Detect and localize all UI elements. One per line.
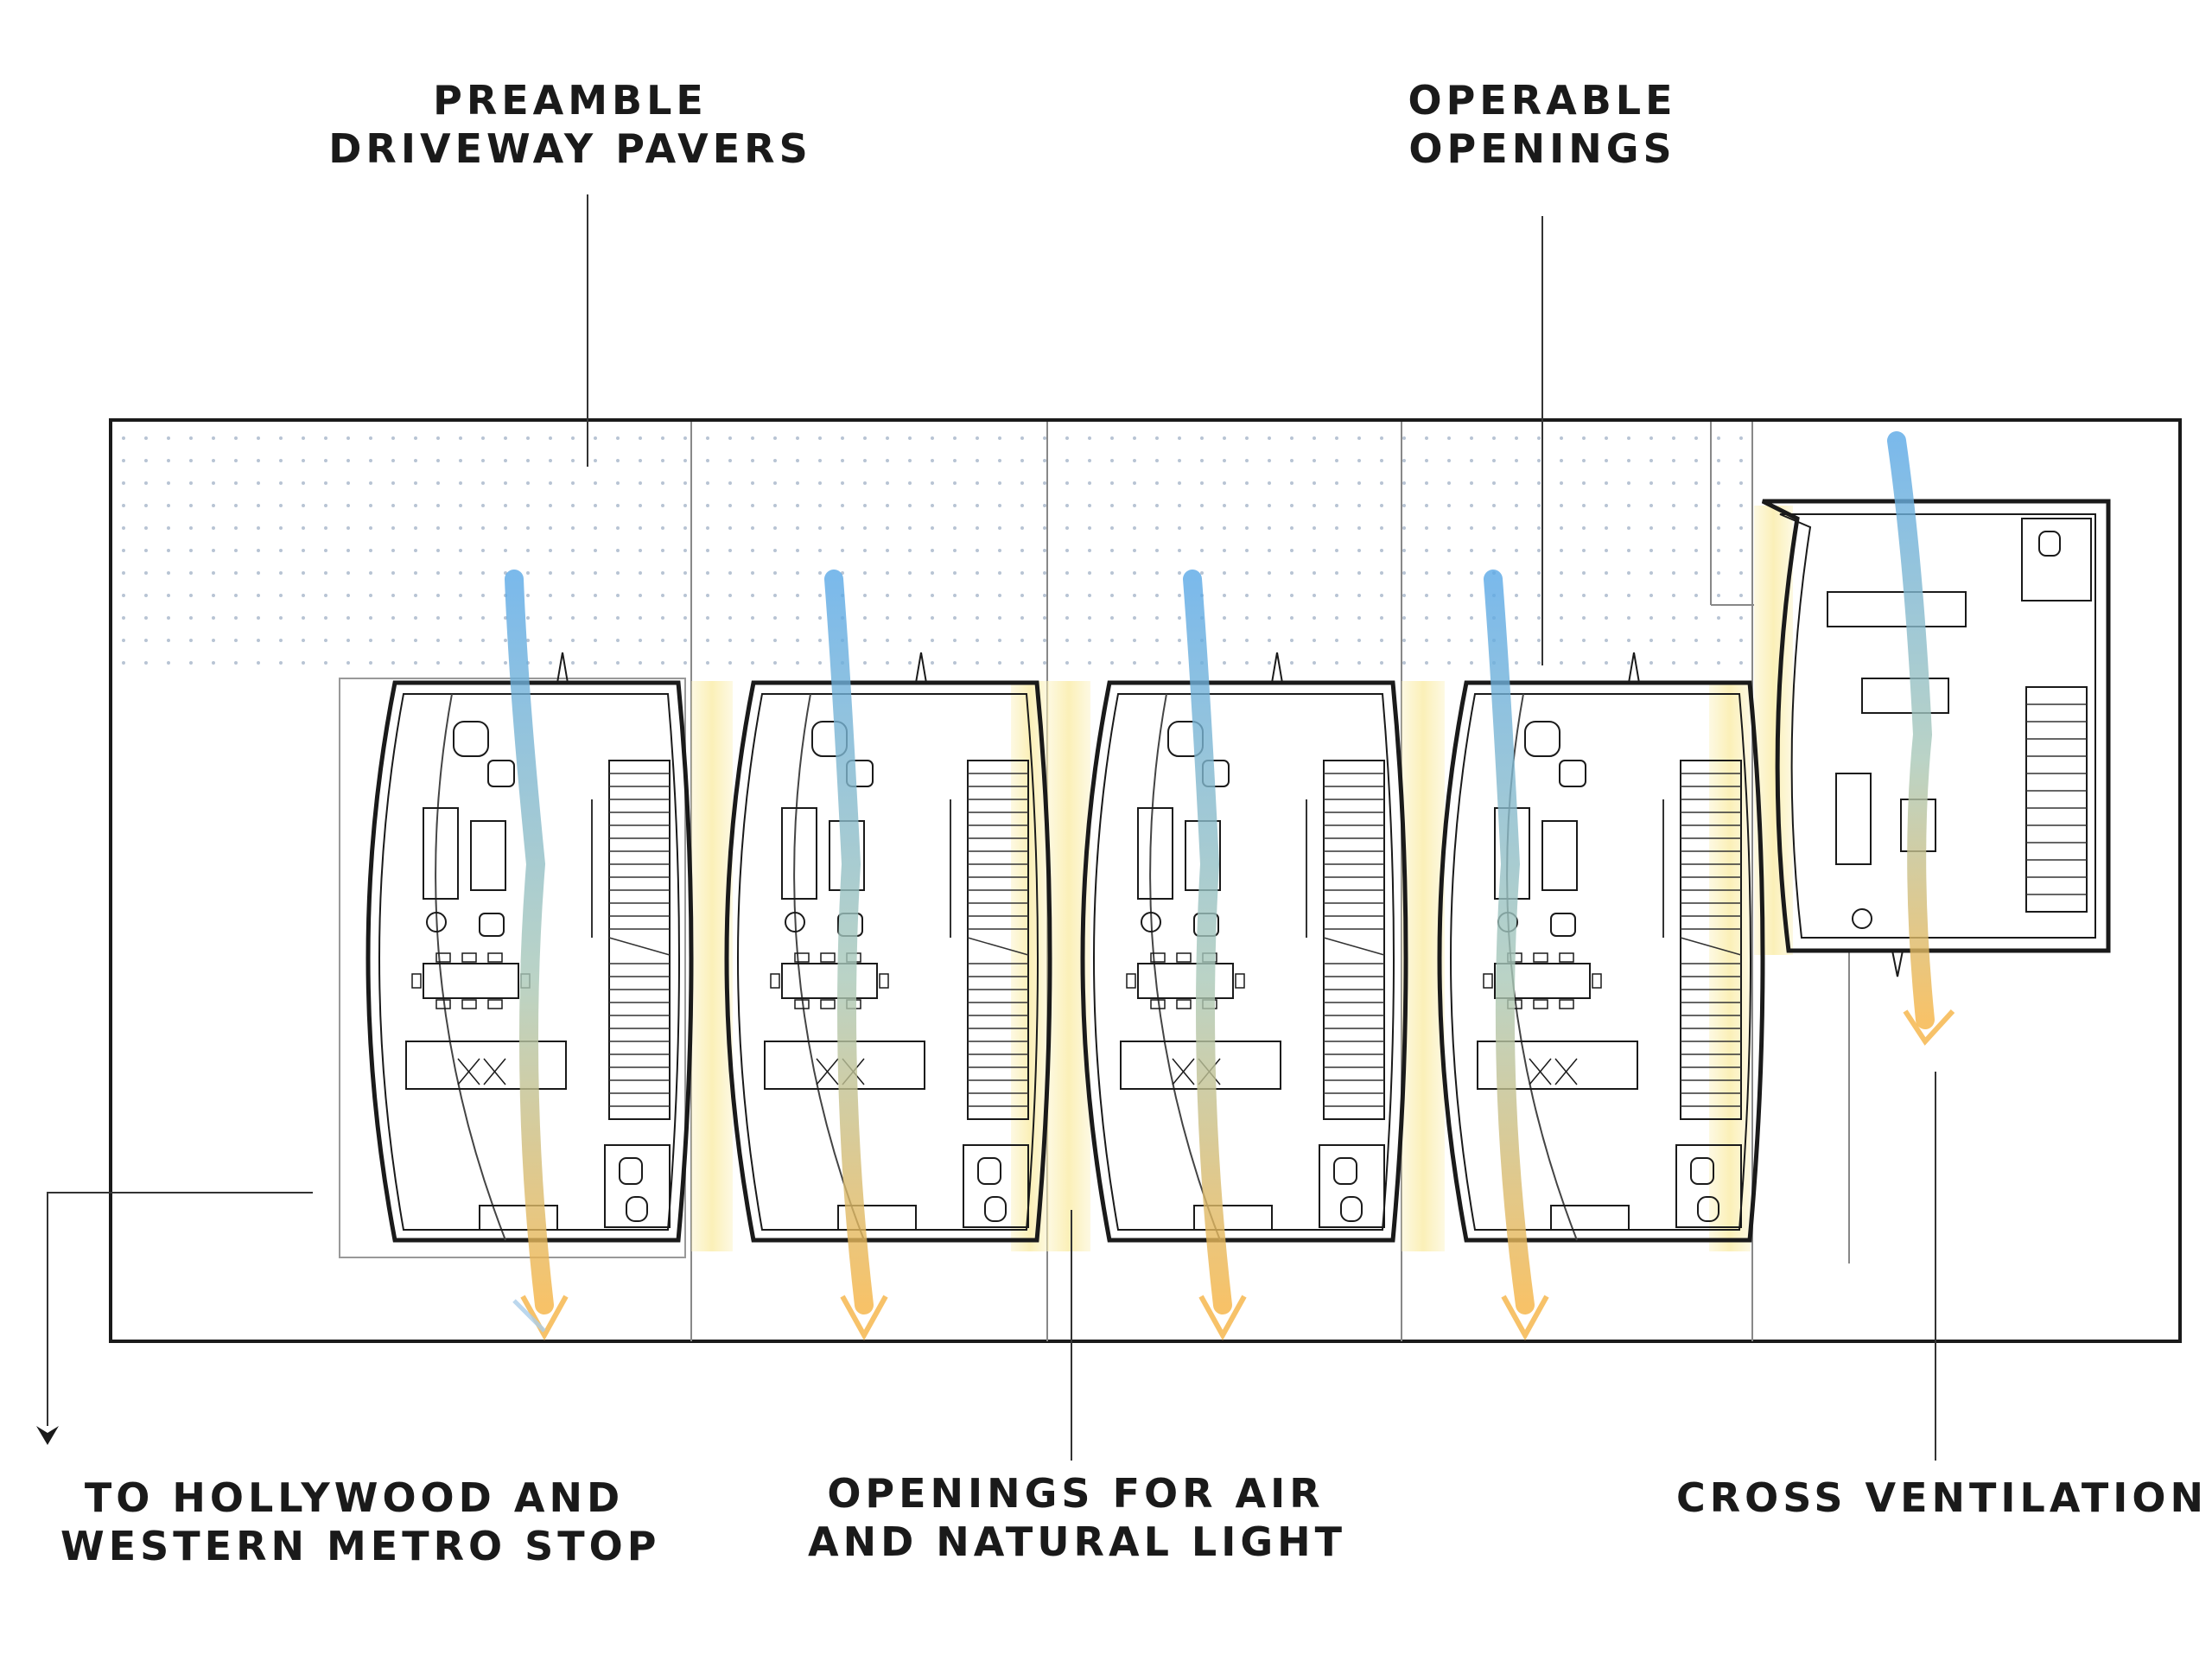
label-line: PREAMBLE (433, 77, 708, 124)
townhouse-unit-2 (727, 652, 1050, 1240)
driveway-paving-area (112, 422, 1754, 681)
label-metro-stop: TO HOLLYWOOD AND WESTERN METRO STOP (60, 1474, 661, 1570)
label-line: WESTERN METRO STOP (60, 1523, 661, 1569)
label-line: DRIVEWAY PAVERS (328, 125, 812, 172)
label-line: OPENINGS FOR AIR (827, 1470, 1325, 1517)
label-openings-air-light: OPENINGS FOR AIR AND NATURAL LIGHT (808, 1469, 1344, 1566)
light-slot (1709, 681, 1751, 1251)
label-line: OPERABLE (1408, 77, 1677, 124)
townhouse-unit-3 (1083, 652, 1406, 1240)
annex-unit (1761, 499, 2111, 977)
direction-arrow-icon (36, 1426, 59, 1445)
label-cross-ventilation: CROSS VENTILATION (1676, 1474, 2208, 1522)
leader-lines (47, 194, 1936, 1461)
label-preamble-driveway-pavers: PREAMBLE DRIVEWAY PAVERS (328, 76, 812, 173)
air-flow-arrows (505, 431, 1955, 1341)
label-line: TO HOLLYWOOD AND (84, 1474, 625, 1521)
site-boundary (109, 418, 2182, 1343)
label-line: CROSS VENTILATION (1676, 1474, 2208, 1521)
label-operable-openings: OPERABLE OPENINGS (1361, 76, 1724, 173)
label-line: OPENINGS (1408, 125, 1676, 172)
label-line: AND NATURAL LIGHT (808, 1518, 1346, 1565)
